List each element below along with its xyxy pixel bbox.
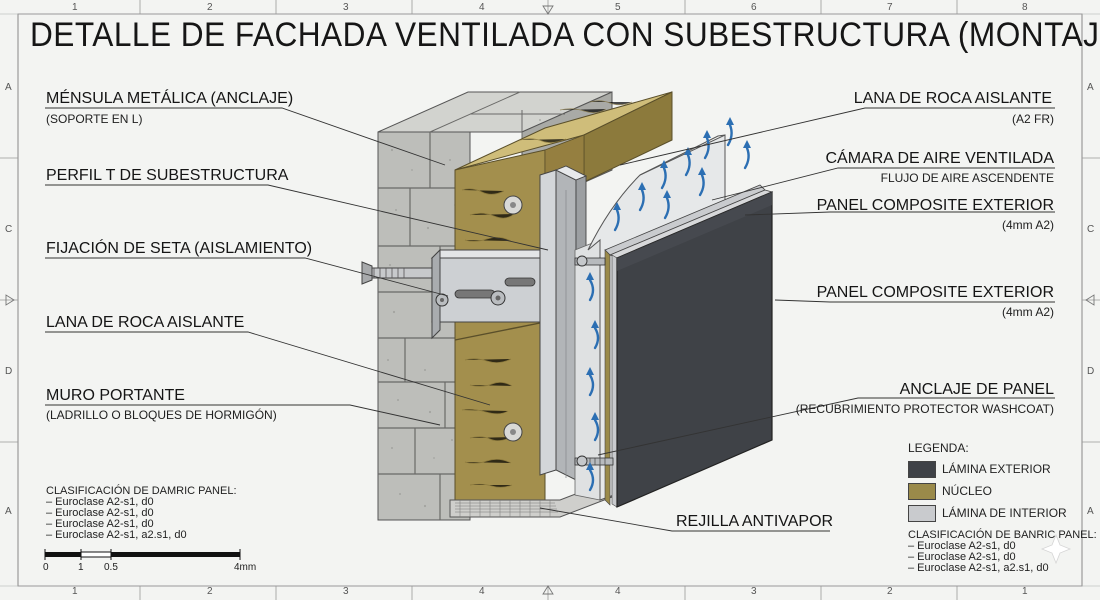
label-exterior-panel-2-sub: (4mm A2) bbox=[1001, 305, 1054, 319]
classification-left-item: – Euroclase A2-s1, d0 bbox=[46, 496, 154, 508]
label-exterior-panel-1: PANEL COMPOSITE EXTERIOR bbox=[816, 197, 1054, 214]
grid-bottom-4: 4 bbox=[479, 586, 485, 597]
air-flow-arrows bbox=[588, 123, 750, 492]
scale-tick-half: 0.5 bbox=[104, 562, 118, 573]
classification-right-item: – Euroclase A2-s1, d0 bbox=[908, 540, 1016, 552]
label-vapour-grille: REJILLA ANTIVAPOR bbox=[676, 513, 834, 530]
grid-top-8: 8 bbox=[1022, 2, 1028, 13]
label-rock-wool-right-sub: (A2 FR) bbox=[1012, 112, 1054, 126]
label-air-cavity: CÁMARA DE AIRE VENTILADA bbox=[825, 150, 1054, 167]
label-bracket: MÉNSULA METÁLICA (ANCLAJE) bbox=[46, 90, 294, 107]
legend-title: LEGENDA: bbox=[908, 441, 969, 455]
label-rock-wool-left: LANA DE ROCA AISLANTE bbox=[46, 314, 245, 331]
grid-top-3: 3 bbox=[343, 2, 349, 13]
grid-top-1: 1 bbox=[72, 2, 78, 13]
grid-right-a: A bbox=[1087, 82, 1094, 93]
label-mushroom-fixing: FIJACIÓN DE SETA (AISLAMIENTO) bbox=[46, 240, 313, 257]
grid-right-a2: A bbox=[1087, 506, 1094, 517]
scale-bar-graphic bbox=[44, 549, 241, 560]
label-t-profile: PERFIL T DE SUBESTRUCTURA bbox=[46, 167, 289, 184]
legend-swatch-core bbox=[908, 483, 936, 500]
grid-bottom-6: 3 bbox=[751, 586, 757, 597]
legend-label-interior: LÁMINA DE INTERIOR bbox=[942, 506, 1067, 520]
grid-bottom-1: 1 bbox=[72, 586, 78, 597]
center-marks bbox=[5, 5, 1095, 595]
exterior-composite-panel bbox=[604, 184, 774, 508]
page-title: DETALLE DE FACHADA VENTILADA CON SUBESTR… bbox=[30, 16, 1100, 54]
grid-top-7: 7 bbox=[887, 2, 893, 13]
grid-left-a2: A bbox=[5, 506, 12, 517]
label-panel-anchor-sub: (RECUBRIMIENTO PROTECTOR WASHCOAT) bbox=[795, 402, 1054, 416]
label-panel-anchor: ANCLAJE DE PANEL bbox=[899, 381, 1054, 398]
grid-bottom-3: 3 bbox=[343, 586, 349, 597]
grid-top-4: 4 bbox=[479, 2, 485, 13]
scale-tick-4mm: 4mm bbox=[234, 562, 257, 573]
l-bracket bbox=[361, 248, 557, 340]
grid-left-c: C bbox=[5, 224, 13, 235]
label-bracket-sub: (SOPORTE EN L) bbox=[46, 112, 143, 126]
label-air-cavity-sub: FLUJO DE AIRE ASCENDENTE bbox=[880, 171, 1054, 185]
grid-top-2: 2 bbox=[207, 2, 213, 13]
scale-tick-1: 1 bbox=[78, 562, 84, 573]
classification-right-title: CLASIFICACIÓN DE BANRIC PANEL: bbox=[908, 529, 1097, 541]
grid-right-d: D bbox=[1087, 366, 1095, 377]
grid-bottom-5: 4 bbox=[615, 586, 621, 597]
legend-label-core: NÚCLEO bbox=[942, 484, 993, 498]
grid-left-a: A bbox=[5, 82, 12, 93]
grid-bottom-7: 2 bbox=[887, 586, 893, 597]
grid-left-d: D bbox=[5, 366, 13, 377]
sparkle-icon bbox=[1040, 533, 1072, 565]
air-flow-arrowheads bbox=[586, 117, 751, 470]
classification-right-item: – Euroclase A2-s1, d0 bbox=[908, 551, 1016, 563]
legend-swatch-exterior bbox=[908, 461, 936, 478]
classification-right-item: – Euroclase A2-s1, a2.s1, d0 bbox=[908, 562, 1049, 574]
classification-left-item: – Euroclase A2-s1, d0 bbox=[46, 518, 154, 530]
scale-tick-0: 0 bbox=[43, 562, 49, 573]
label-load-bearing-wall-sub: (LADRILLO O BLOQUES DE HORMIGÓN) bbox=[46, 408, 277, 422]
grid-bottom-2: 2 bbox=[207, 586, 213, 597]
leader-lines bbox=[45, 107, 1055, 532]
label-load-bearing-wall: MURO PORTANTE bbox=[46, 387, 185, 404]
grid-right-c: C bbox=[1087, 224, 1095, 235]
legend-swatch-interior bbox=[908, 505, 936, 522]
classification-left-item: – Euroclase A2-s1, d0 bbox=[46, 507, 154, 519]
grid-bottom-8: 1 bbox=[1022, 586, 1028, 597]
label-rock-wool-right: LANA DE ROCA AISLANTE bbox=[853, 90, 1052, 107]
grid-top-6: 6 bbox=[751, 2, 757, 13]
classification-left-title: CLASIFICACIÓN DE DAMRIC PANEL: bbox=[46, 485, 237, 497]
grid-top-5: 5 bbox=[615, 2, 621, 13]
panel-anchors bbox=[574, 255, 614, 467]
label-exterior-panel-2: PANEL COMPOSITE EXTERIOR bbox=[816, 284, 1054, 301]
legend-label-exterior: LÁMINA EXTERIOR bbox=[942, 462, 1051, 476]
label-exterior-panel-1-sub: (4mm A2) bbox=[1001, 218, 1054, 232]
classification-left-item: – Euroclase A2-s1, a2.s1, d0 bbox=[46, 529, 187, 541]
